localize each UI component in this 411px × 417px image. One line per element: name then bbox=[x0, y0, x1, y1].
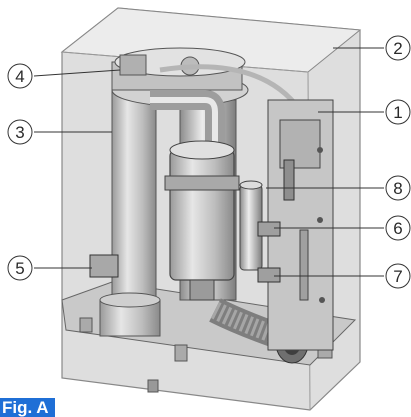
callout-number: 7 bbox=[393, 267, 402, 286]
figure-label: Fig. A bbox=[0, 398, 55, 417]
leader-lines bbox=[33, 47, 384, 277]
callout-number: 4 bbox=[15, 67, 24, 86]
callout-number: 2 bbox=[393, 39, 402, 58]
callout-5: 5 bbox=[7, 255, 33, 281]
callout-1: 1 bbox=[385, 99, 411, 125]
callout-number: 6 bbox=[393, 219, 402, 238]
callout-number: 8 bbox=[393, 179, 402, 198]
callout-7: 7 bbox=[385, 263, 411, 289]
callout-4: 4 bbox=[7, 63, 33, 89]
pipe-connector bbox=[257, 221, 281, 237]
filter-canister bbox=[164, 140, 240, 301]
callout-2: 2 bbox=[385, 35, 411, 61]
callout-3: 3 bbox=[7, 119, 33, 145]
callout-number: 1 bbox=[393, 103, 402, 122]
callout-8: 8 bbox=[385, 175, 411, 201]
lower-connector bbox=[257, 267, 281, 283]
elbow-pipe bbox=[150, 64, 303, 170]
callout-6: 6 bbox=[385, 215, 411, 241]
callout-number: 5 bbox=[15, 259, 24, 278]
uv-chamber bbox=[99, 89, 161, 337]
callout-number: 3 bbox=[15, 123, 24, 142]
base-fitting bbox=[89, 254, 119, 278]
